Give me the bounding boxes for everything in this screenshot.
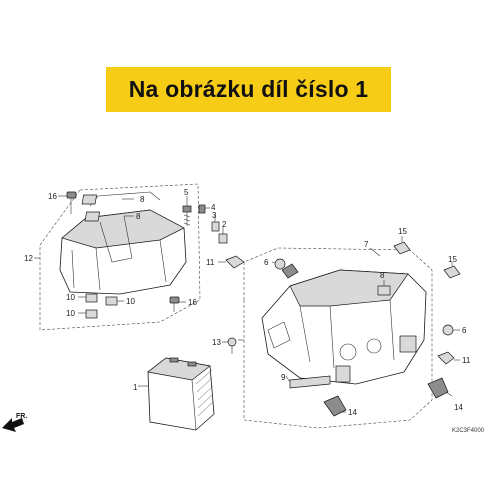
callout-16-lower: 16	[188, 298, 197, 307]
nut-11-right	[437, 351, 455, 365]
pad-10-c	[85, 309, 98, 319]
callout-10-c: 10	[66, 309, 75, 318]
battery-lid-channel	[99, 215, 133, 263]
clip-15-right	[443, 265, 461, 279]
callout-8-tray: 8	[380, 271, 385, 280]
direction-label: FR.	[16, 413, 27, 420]
clamp-14-left	[323, 395, 347, 417]
callout-14-right: 14	[454, 403, 463, 412]
tray-frame-outline	[243, 247, 433, 429]
screw-5	[182, 196, 192, 226]
callout-10-a: 10	[66, 293, 75, 302]
callout-15-upper: 15	[398, 227, 407, 236]
clip-15-upper	[393, 241, 411, 255]
part-number-banner: Na obrázku díl číslo 1	[106, 67, 391, 112]
tray-bracket	[335, 365, 351, 383]
callout-2: 2	[222, 220, 227, 229]
battery-lid-ribs	[71, 239, 167, 291]
battery-lid-group	[34, 183, 201, 331]
callout-12: 12	[24, 254, 33, 263]
battery-tray-walls	[299, 299, 395, 369]
callout-15-right: 15	[448, 255, 457, 264]
grommet-6-right	[442, 324, 454, 336]
callout-8-middle: 8	[136, 212, 141, 221]
fasteners-group	[182, 196, 228, 244]
pad-8-middle	[84, 211, 101, 222]
callout-16-top: 16	[48, 192, 57, 201]
callout-4: 4	[211, 203, 216, 212]
callout-6-right: 6	[462, 326, 467, 335]
front-direction-arrow: FR.	[2, 413, 27, 432]
strip-9	[289, 375, 331, 389]
clip-3	[211, 214, 220, 232]
clip-4	[198, 204, 210, 214]
callout-11-left: 11	[206, 258, 215, 267]
bolt-16-lower	[169, 296, 186, 312]
callout-5: 5	[184, 188, 189, 197]
clip-2	[218, 226, 228, 244]
callout-7: 7	[364, 240, 369, 249]
callout-13: 13	[212, 338, 221, 347]
nut-11-left	[225, 255, 245, 269]
lid-frame-outline	[39, 183, 201, 331]
callout-14-left: 14	[348, 408, 357, 417]
pad-10-a	[85, 293, 98, 303]
callout-3: 3	[212, 211, 217, 220]
callout-6-left: 6	[264, 258, 269, 267]
tray-clip	[399, 335, 417, 353]
pad-8-upper	[81, 194, 98, 205]
bolt-13	[222, 337, 237, 354]
grommet-6-left	[274, 258, 286, 270]
callout-11-right: 11	[462, 356, 471, 365]
battery-part-1	[138, 357, 215, 431]
banner-text: Na obrázku díl číslo 1	[128, 76, 369, 102]
clamp-14-right	[427, 377, 449, 399]
battery-tray-group	[218, 236, 461, 429]
bolt-16-top	[58, 191, 77, 214]
pad-10-b	[105, 296, 118, 306]
pad-8-tray	[377, 285, 391, 296]
callout-10-b: 10	[126, 297, 135, 306]
callout-9: 9	[281, 373, 286, 382]
diagram-code: K2C3F4000	[452, 428, 485, 434]
callout-8-upper: 8	[140, 195, 145, 204]
callout-labels: 1 2 3 4 5 6 6 7 8 8 8 9 10 10 10 11 11 1…	[24, 188, 471, 417]
callout-1: 1	[133, 383, 138, 392]
